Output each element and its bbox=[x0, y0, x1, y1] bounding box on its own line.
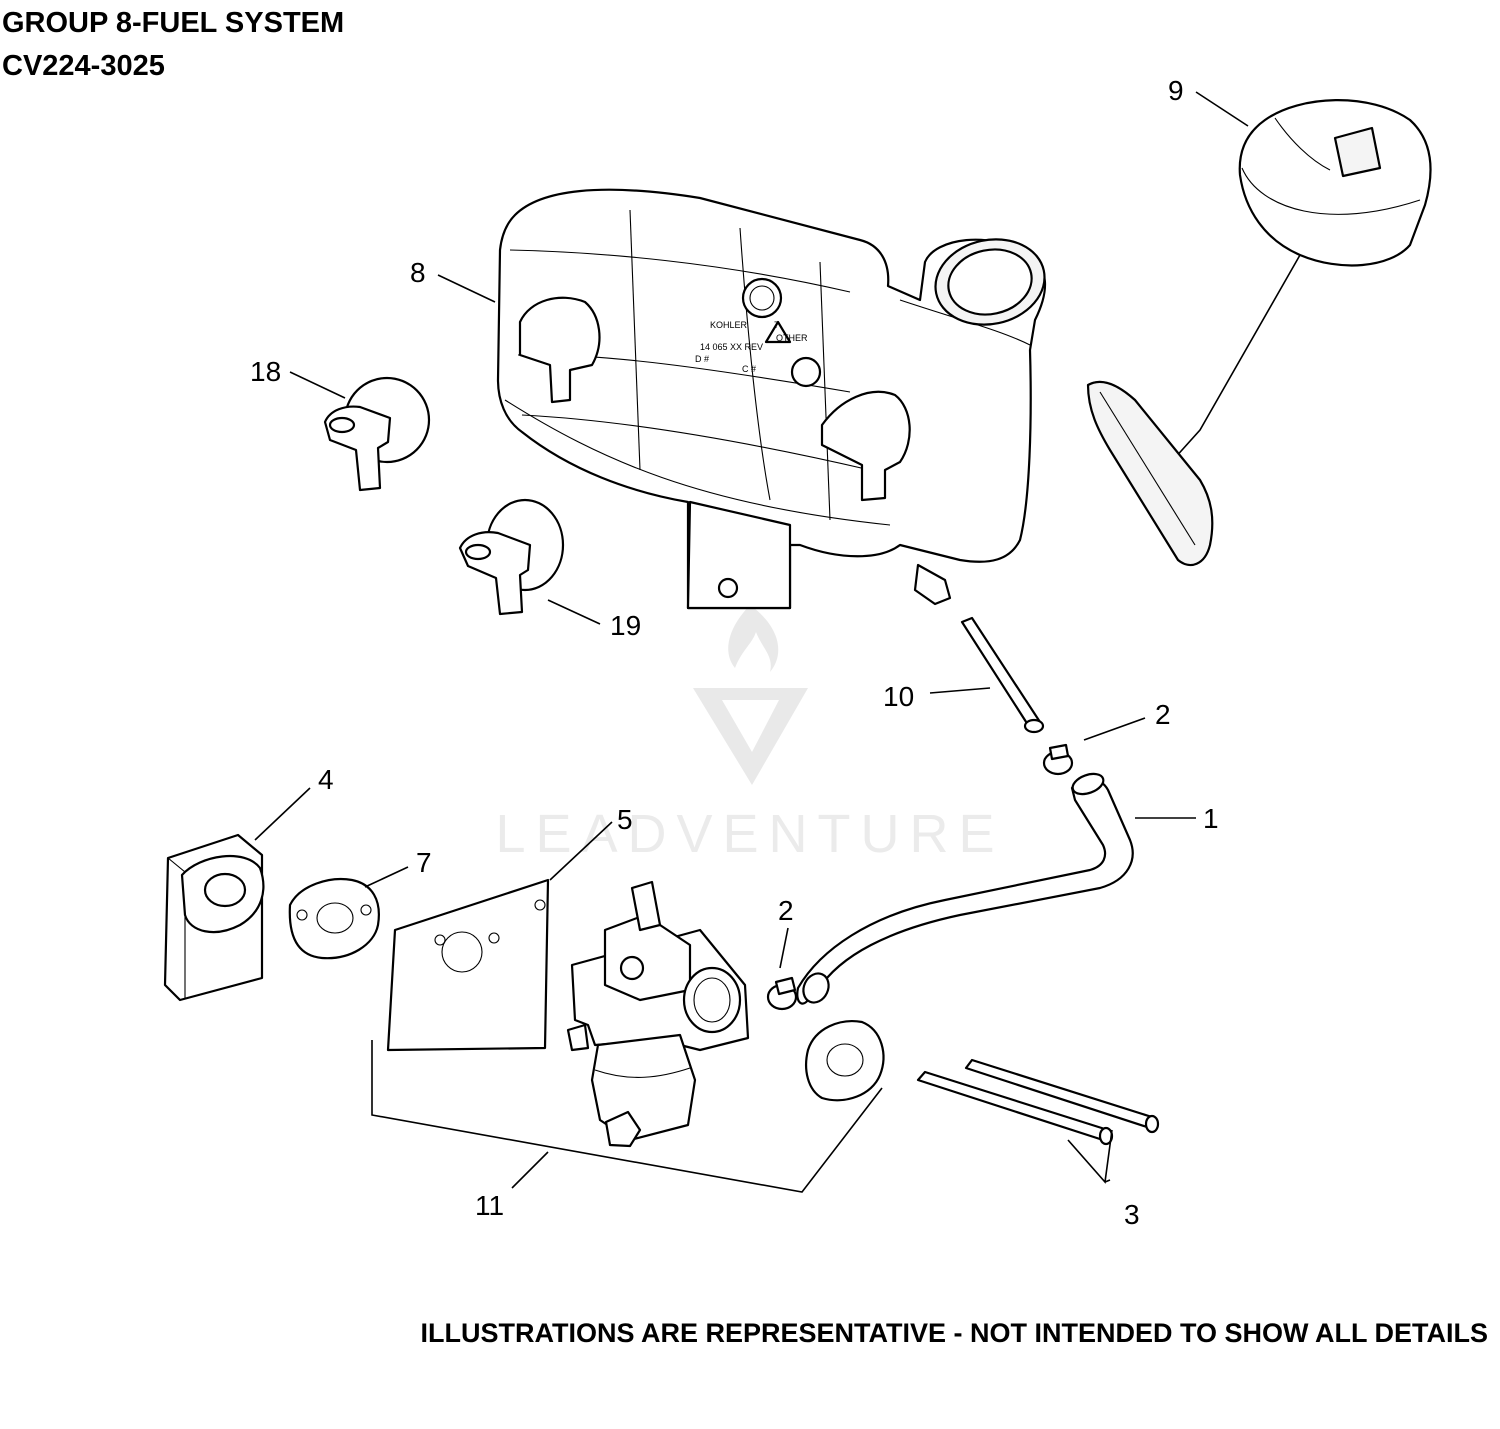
watermark-flame-icon bbox=[728, 605, 779, 672]
fuel-line[interactable] bbox=[796, 770, 1134, 1007]
tank-c-marking: C # bbox=[742, 364, 756, 374]
leader-3 bbox=[1067, 1129, 1113, 1184]
leader-9 bbox=[1195, 91, 1249, 127]
model-number: CV224-3025 bbox=[2, 50, 165, 82]
leader-11 bbox=[511, 1151, 549, 1189]
carburetor[interactable] bbox=[566, 880, 750, 1148]
watermark-v-icon bbox=[693, 688, 808, 785]
callout-2-upper: 2 bbox=[1155, 699, 1171, 730]
tank-mount-19[interactable] bbox=[458, 498, 565, 616]
tank-recycle-code: 7 bbox=[774, 320, 779, 330]
leader-2-lower bbox=[779, 927, 789, 969]
callout-7: 7 bbox=[416, 847, 432, 878]
leader-10 bbox=[929, 687, 991, 694]
leader-19 bbox=[547, 599, 601, 625]
callout-10: 10 bbox=[883, 681, 914, 712]
leader-lines bbox=[254, 91, 1249, 1193]
leader-4 bbox=[254, 787, 311, 841]
carburetor-gasket-11[interactable] bbox=[805, 1020, 885, 1102]
leader-7 bbox=[364, 866, 409, 888]
watermark: LEADVENTURE bbox=[495, 605, 1004, 864]
leader-5 bbox=[549, 821, 613, 881]
callouts: 1 2 2 3 4 5 7 8 9 10 11 18 19 bbox=[250, 75, 1219, 1230]
carburetor-spacer[interactable] bbox=[163, 833, 265, 1002]
leader-8 bbox=[437, 274, 496, 303]
tank-d-marking: D # bbox=[695, 354, 709, 364]
callout-5: 5 bbox=[617, 804, 633, 835]
tank-mount-18[interactable] bbox=[323, 376, 431, 492]
tank-part-number-marking: 14 065 XX REV bbox=[700, 342, 763, 352]
hose-clamp-lower[interactable] bbox=[766, 976, 798, 1011]
hose-clamp-upper[interactable] bbox=[1042, 743, 1074, 776]
callout-3: 3 bbox=[1124, 1199, 1140, 1230]
fuel-cap[interactable] bbox=[1086, 99, 1432, 567]
diagram-title: GROUP 8-FUEL SYSTEM bbox=[2, 7, 345, 39]
screw-10[interactable] bbox=[960, 616, 1045, 734]
callout-8: 8 bbox=[410, 257, 426, 288]
callout-2-lower: 2 bbox=[778, 895, 794, 926]
fuel-tank[interactable]: KOHLER 14 065 XX REV D # C # 7 OTHER bbox=[496, 188, 1053, 610]
watermark-text: LEADVENTURE bbox=[495, 804, 1004, 864]
callout-1: 1 bbox=[1203, 803, 1219, 834]
tank-recycle-label: OTHER bbox=[776, 333, 808, 343]
disclaimer-footer: ILLUSTRATIONS ARE REPRESENTATIVE - NOT I… bbox=[420, 1318, 1488, 1348]
callout-18: 18 bbox=[250, 356, 281, 387]
gasket-7[interactable] bbox=[288, 878, 380, 960]
callout-4: 4 bbox=[318, 764, 334, 795]
callout-9: 9 bbox=[1168, 75, 1184, 106]
callout-11: 11 bbox=[475, 1190, 504, 1221]
mounting-studs[interactable] bbox=[916, 1058, 1160, 1146]
tank-brand-marking: KOHLER bbox=[710, 320, 748, 330]
leader-11-bracket bbox=[371, 1040, 883, 1193]
heat-shield-5[interactable] bbox=[386, 878, 550, 1052]
callout-19: 19 bbox=[610, 610, 641, 641]
leader-18 bbox=[289, 371, 346, 399]
leader-2-upper bbox=[1083, 717, 1146, 741]
